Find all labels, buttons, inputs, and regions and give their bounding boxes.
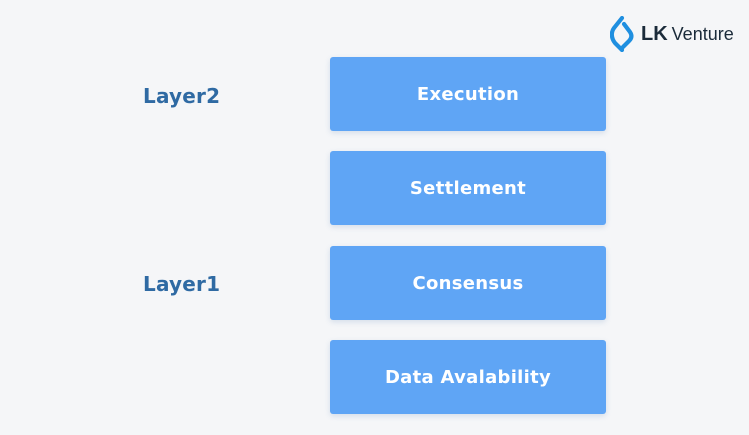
logo-name-text: Venture	[671, 23, 734, 44]
lk-venture-mark-icon	[610, 16, 634, 52]
layer1-label: Layer1	[143, 272, 221, 296]
lk-venture-logo: LK Venture	[610, 16, 734, 52]
logo-brand-text: LK	[641, 22, 668, 45]
execution-block-label: Execution	[416, 83, 520, 105]
layer2-label: Layer2	[143, 84, 221, 108]
data-availability-block: Data Avalability	[330, 340, 606, 414]
settlement-block-label: Settlement	[409, 177, 527, 199]
data-availability-block-label: Data Avalability	[384, 366, 552, 388]
consensus-block-label: Consensus	[412, 272, 524, 294]
execution-block: Execution	[330, 57, 606, 131]
settlement-block: Settlement	[330, 151, 606, 225]
consensus-block: Consensus	[330, 246, 606, 320]
